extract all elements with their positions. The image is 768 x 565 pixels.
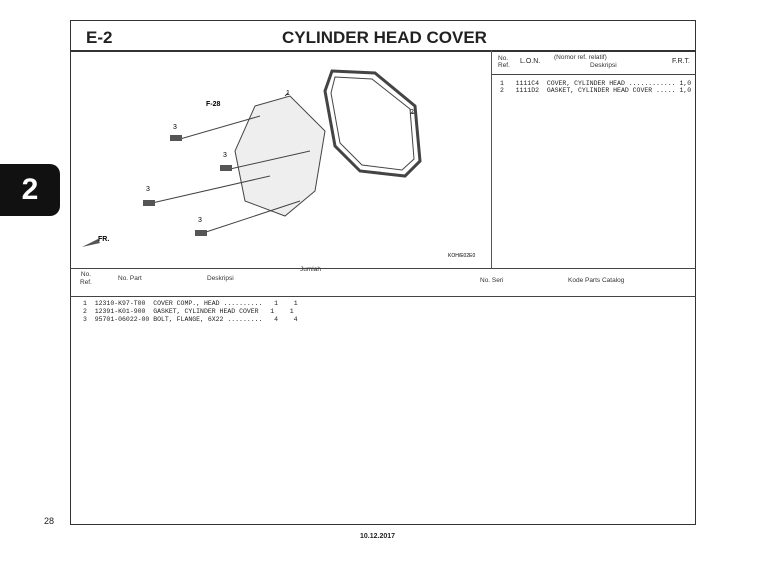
gasket-inner — [330, 76, 415, 171]
page-frame — [70, 20, 696, 525]
ref-rows: 1 1111C4 COVER, CYLINDER HEAD ..........… — [500, 80, 691, 94]
page-title: CYLINDER HEAD COVER — [282, 28, 487, 47]
gasket-outline — [323, 69, 422, 178]
parts-rows: 1 12310-K97-T00 COVER COMP., HEAD ......… — [83, 300, 298, 324]
parts-no-header: No. Ref. — [80, 271, 92, 286]
ref-no-header: No. Ref. — [498, 55, 510, 69]
kode-header: Kode Parts Catalog — [568, 277, 625, 284]
no-seri-header: No. Seri — [480, 277, 504, 284]
ref-row: 1 1111C4 COVER, CYLINDER HEAD ..........… — [500, 80, 692, 87]
table-row: 1 12310-K97-T00 COVER COMP., HEAD ......… — [83, 300, 298, 307]
exploded-diagram: 1 2 3 3 3 3 F-28 FR. KOH/E02E0 — [82, 69, 475, 259]
label-3: 3 — [173, 124, 177, 131]
label-2: 2 — [410, 109, 414, 116]
label-3: 3 — [198, 217, 202, 224]
lon-header: L.O.N. — [520, 58, 541, 65]
label-1: 1 — [286, 90, 290, 97]
table-row: 3 95701-06022-00 BOLT, FLANGE, 6X22 ....… — [83, 316, 298, 323]
ref-row: 2 1111D2 GASKET, CYLINDER HEAD COVER ...… — [500, 87, 692, 94]
section-code: E-2 — [86, 28, 113, 47]
label-f28: F-28 — [206, 101, 221, 108]
diagram-code: KOH/E02E0 — [448, 253, 475, 259]
desc-top-header: (Nomor ref. relatif) — [554, 54, 607, 61]
label-3: 3 — [146, 186, 150, 193]
table-row: 2 12391-K01-900 GASKET, CYLINDER HEAD CO… — [83, 308, 294, 315]
page-number: 28 — [44, 516, 55, 526]
chapter-tab: 2 — [0, 164, 60, 216]
front-label: FR. — [98, 236, 109, 243]
jumlah-header: Jumlah — [300, 266, 321, 273]
frt-header: F.R.T. — [672, 58, 690, 65]
cover-outline — [234, 95, 326, 217]
desc-header: Deskripsi — [207, 275, 234, 282]
label-3: 3 — [223, 152, 227, 159]
part-no-header: No. Part — [118, 275, 142, 282]
desc-header: Deskripsi — [590, 62, 617, 69]
date: 10.12.2017 — [360, 533, 396, 540]
